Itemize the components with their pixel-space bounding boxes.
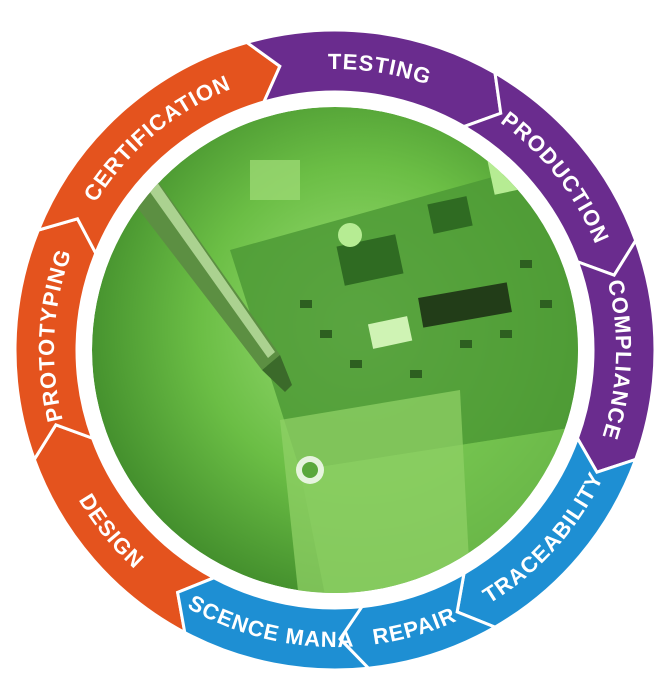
circuit-board-photo (92, 107, 578, 593)
segment-obsolescence-management (175, 576, 372, 672)
